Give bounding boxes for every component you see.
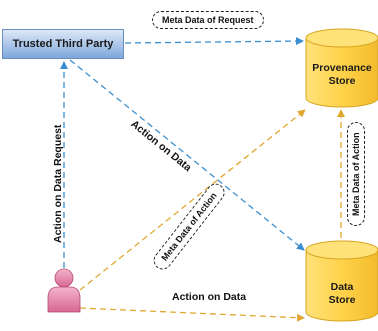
data-store-label-line1: Data	[330, 281, 354, 293]
meta-data-of-action-vertical-label: Meta Data of Action	[347, 122, 365, 226]
action-on-data-bottom-label: Action on Data	[172, 291, 247, 303]
provenance-store-cylinder	[305, 28, 378, 108]
data-store-cylinder	[305, 240, 378, 322]
meta-data-of-request-label: Meta Data of Request	[152, 11, 264, 29]
user-icon	[47, 268, 81, 313]
data-store-label-line2: Store	[328, 294, 356, 306]
action-on-data-request-label: Action on Data Request	[52, 124, 64, 243]
trusted-third-party-node: Trusted Third Party	[2, 29, 124, 59]
provenance-store-label-line1: Provenance	[312, 62, 372, 74]
data-store-label: Data Store	[306, 281, 378, 307]
edge-action-on-data-diagonal	[69, 59, 305, 251]
edge-action-on-data-bottom	[79, 307, 305, 322]
edge-meta-data-of-request	[124, 37, 304, 46]
provenance-store-label: Provenance Store	[306, 62, 378, 88]
edge-meta-data-of-action-diagonal	[79, 109, 306, 291]
provenance-store-label-line2: Store	[328, 75, 356, 87]
